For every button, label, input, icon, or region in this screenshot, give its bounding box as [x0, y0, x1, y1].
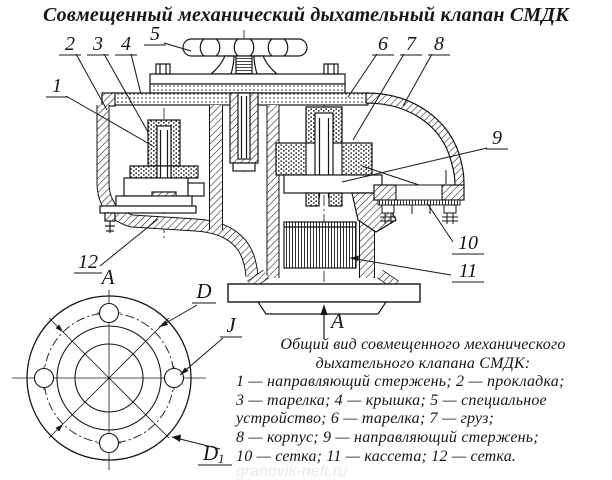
left-valve-assembly	[99, 119, 205, 233]
page-title: Совмещенный механический дыхательный кла…	[42, 4, 570, 26]
callout-2: 2	[65, 33, 75, 55]
callout-12: 12	[78, 251, 98, 273]
knob-special-device	[182, 38, 308, 75]
callout-10: 10	[458, 232, 478, 254]
body-walls	[96, 105, 399, 290]
callout-8: 8	[434, 33, 444, 55]
view-a-label: A	[100, 265, 115, 289]
callout-numbers: 1 2 3 4 5 6 7 8 9 10 11 12	[46, 23, 508, 283]
callout-6: 6	[378, 33, 388, 55]
caption-heading-line2: дыхательного клапана СМДК:	[315, 354, 531, 372]
callout-3: 3	[92, 33, 103, 55]
caption-heading-line1: Общий вид совмещенного механического	[280, 336, 566, 353]
dim-j-label: J	[226, 313, 237, 337]
callout-4: 4	[121, 33, 131, 55]
view-a-labels: A D J D 1	[100, 265, 238, 466]
watermark-text: granovik-neft.ru	[236, 463, 347, 480]
callout-9: 9	[492, 127, 502, 149]
dim-d1-label: D	[202, 441, 218, 465]
callout-1: 1	[52, 75, 62, 97]
view-a-flange	[12, 290, 242, 470]
dim-d-label: D	[195, 279, 211, 303]
callout-7: 7	[406, 33, 417, 55]
figure-caption: Общий вид совмещенного механического дых…	[236, 336, 610, 466]
callout-leaders	[65, 42, 488, 276]
caption-legend-line: устройство; 6 — тарелка; 7 — груз;	[236, 410, 495, 428]
cassette-and-flange	[227, 221, 421, 315]
section-arrow-label: A	[329, 309, 344, 333]
caption-legend-line: 8 — корпус; 9 — направляющий стержень;	[236, 428, 539, 446]
outlet-flange	[373, 184, 465, 224]
dim-d1-subscript: 1	[218, 451, 225, 466]
callout-5: 5	[150, 23, 160, 45]
stem-boss	[229, 92, 259, 172]
caption-legend-line: 1 — направляющий стержень; 2 — прокладка…	[236, 373, 565, 391]
callout-11: 11	[459, 260, 478, 282]
caption-legend-line: 3 — тарелка; 4 — крышка; 5 — специальное	[236, 391, 547, 409]
section-arrow: A	[320, 304, 344, 338]
caption-legend-line: 10 — сетка; 11 — кассета; 12 — сетка.	[236, 447, 517, 465]
right-valve-assembly	[275, 106, 397, 233]
